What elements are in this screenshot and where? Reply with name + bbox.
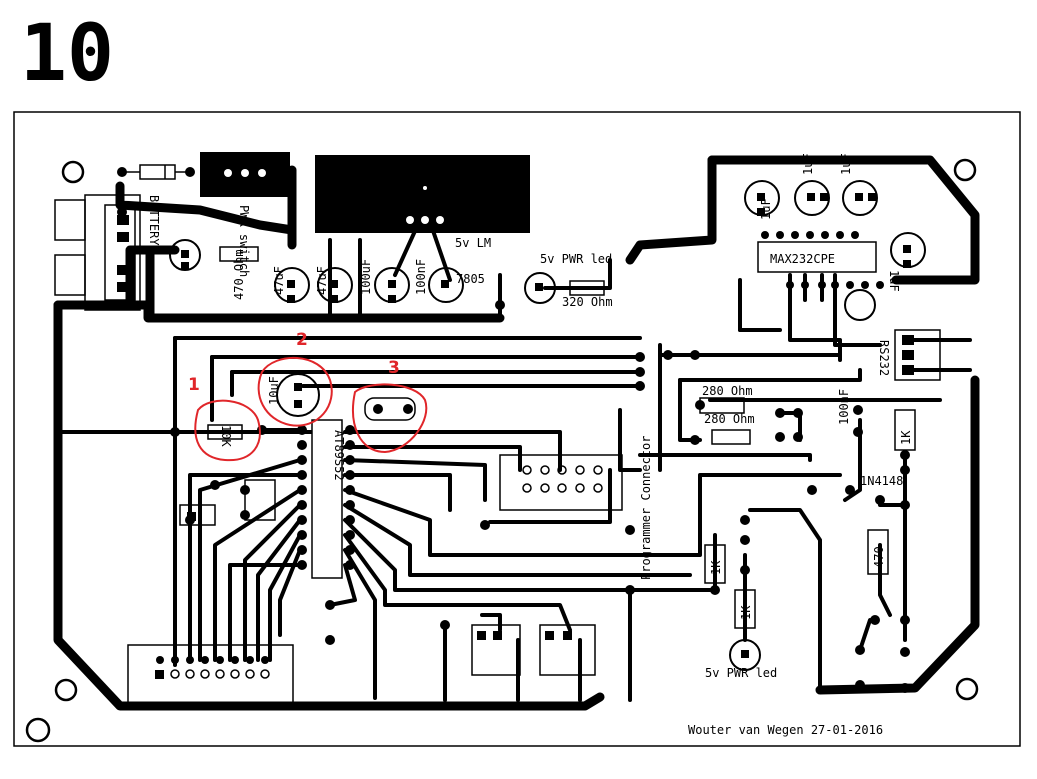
annotation-3: 3 — [388, 358, 400, 378]
label-c1uf-a: 1uF — [759, 198, 773, 220]
pads — [117, 207, 910, 693]
bottom-header — [127, 644, 294, 706]
label-pwr-led-top: 5v PWR led — [540, 252, 612, 266]
label-c100nf-b: 100nF — [837, 389, 851, 425]
page-number: 10 — [20, 9, 114, 99]
annotation-1: 1 — [188, 375, 200, 395]
label-c47uf-a: 47uF — [272, 266, 286, 295]
mounting-holes — [25, 158, 979, 743]
label-r10k: 10K — [219, 425, 233, 447]
resistors — [207, 246, 916, 629]
label-c10uf: 10uF — [267, 376, 281, 405]
label-reg-lm: 5v LM — [455, 236, 491, 250]
label-diode: 1N4148 — [860, 474, 903, 488]
label-r280-a: 280 Ohm — [702, 384, 753, 398]
label-r280-b: 280 Ohm — [704, 412, 755, 426]
regulator-pins — [406, 186, 444, 224]
label-rs232: RS232 — [877, 340, 891, 376]
label-pwr-led-bottom: 5v PWR led — [705, 666, 777, 680]
label-reg-7805: 7805 — [456, 272, 485, 286]
label-470-ohm: 470 Ohm — [232, 249, 246, 300]
mcu-pins — [297, 425, 355, 570]
label-r1k-b: 1K — [709, 560, 723, 575]
battery-connector — [54, 194, 141, 311]
footer-credit: Wouter van Wegen 27-01-2016 — [688, 723, 883, 737]
programmer-connector — [499, 454, 623, 511]
label-pwr-switch: PWR switch — [237, 205, 251, 277]
label-c1uf-d: 1uF — [887, 270, 901, 292]
power-traces — [53, 155, 980, 711]
label-mcu: AT89S52 — [332, 430, 346, 481]
crystal — [364, 397, 416, 421]
label-c100nf-a: 100nF — [414, 259, 428, 295]
top-diode — [125, 164, 190, 180]
rs232-connector — [894, 329, 941, 381]
red-annotation-circles — [194, 357, 428, 462]
label-c100uf: 100uF — [359, 259, 373, 295]
board-outline — [13, 111, 1021, 747]
annotation-2: 2 — [296, 330, 308, 350]
label-c1uf-b: 1uF — [801, 153, 815, 175]
label-battery: BATTERY — [147, 195, 161, 246]
mcu-chip — [311, 419, 343, 579]
signal-traces — [58, 218, 972, 702]
label-max232: MAX232CPE — [770, 252, 835, 266]
label-c1uf-c: 1uF — [839, 153, 853, 175]
max232-chip — [757, 241, 877, 273]
bottom-connectors — [179, 479, 596, 676]
label-r320: 320 Ohm — [562, 295, 613, 309]
label-r1k-a: 1K — [899, 430, 913, 445]
label-programmer-connector: Programmer Connector — [639, 436, 653, 581]
label-r1k-c: 1K — [739, 605, 753, 620]
label-c47uf-b: 47uF — [315, 266, 329, 295]
label-r470: 470 — [872, 546, 886, 568]
